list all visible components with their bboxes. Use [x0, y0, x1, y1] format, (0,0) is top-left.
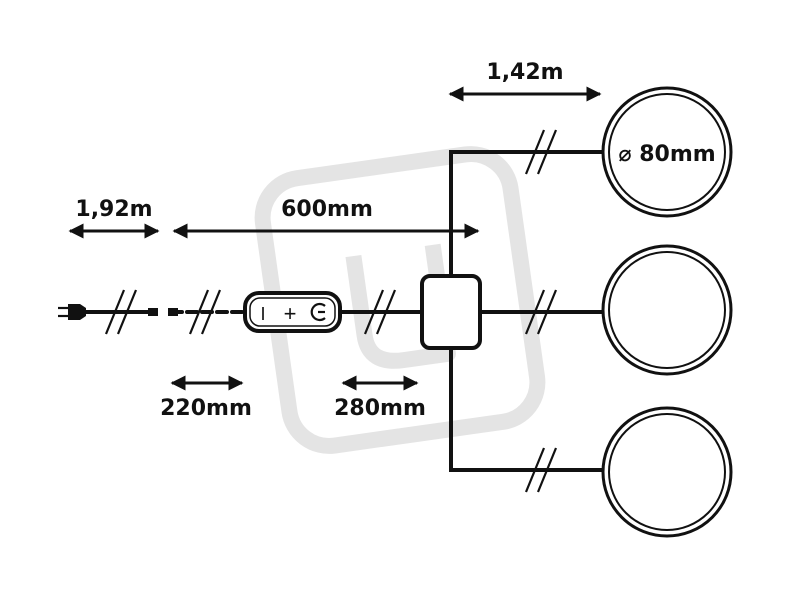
cable-break-icon — [524, 129, 558, 175]
plug-icon — [58, 304, 86, 320]
dimension-1-42m: 1,42m — [448, 60, 602, 102]
dimension-label: 600mm — [281, 197, 373, 222]
dimension-1-92m: 1,92m — [68, 197, 160, 239]
lamp-diameter-label: ⌀ 80mm — [618, 142, 715, 167]
lamp-icon — [601, 406, 733, 538]
cable-break-icon — [524, 447, 558, 493]
switch-off-symbol: I — [260, 304, 265, 324]
dimension-220mm: 220mm — [160, 375, 252, 421]
cable-break-icon — [524, 289, 558, 335]
power-icon — [310, 302, 326, 322]
dimmer-switch-icon: I + — [243, 291, 342, 333]
cable-break-icon — [104, 289, 138, 335]
dimension-600mm: 600mm — [172, 197, 480, 239]
cable-break-icon — [363, 289, 397, 335]
connector-icon — [148, 308, 178, 316]
dimension-280mm: 280mm — [334, 375, 426, 421]
dimension-label: 1,42m — [486, 60, 563, 85]
lamp-icon — [601, 244, 733, 376]
dimension-label: 220mm — [160, 396, 252, 421]
cable-break-icon — [188, 289, 222, 335]
switch-plus-symbol: + — [284, 301, 297, 326]
dimension-label: 280mm — [334, 396, 426, 421]
lamp-icon: ⌀ 80mm — [601, 86, 733, 218]
dimension-label: 1,92m — [75, 197, 152, 222]
junction-box-icon — [420, 274, 482, 350]
